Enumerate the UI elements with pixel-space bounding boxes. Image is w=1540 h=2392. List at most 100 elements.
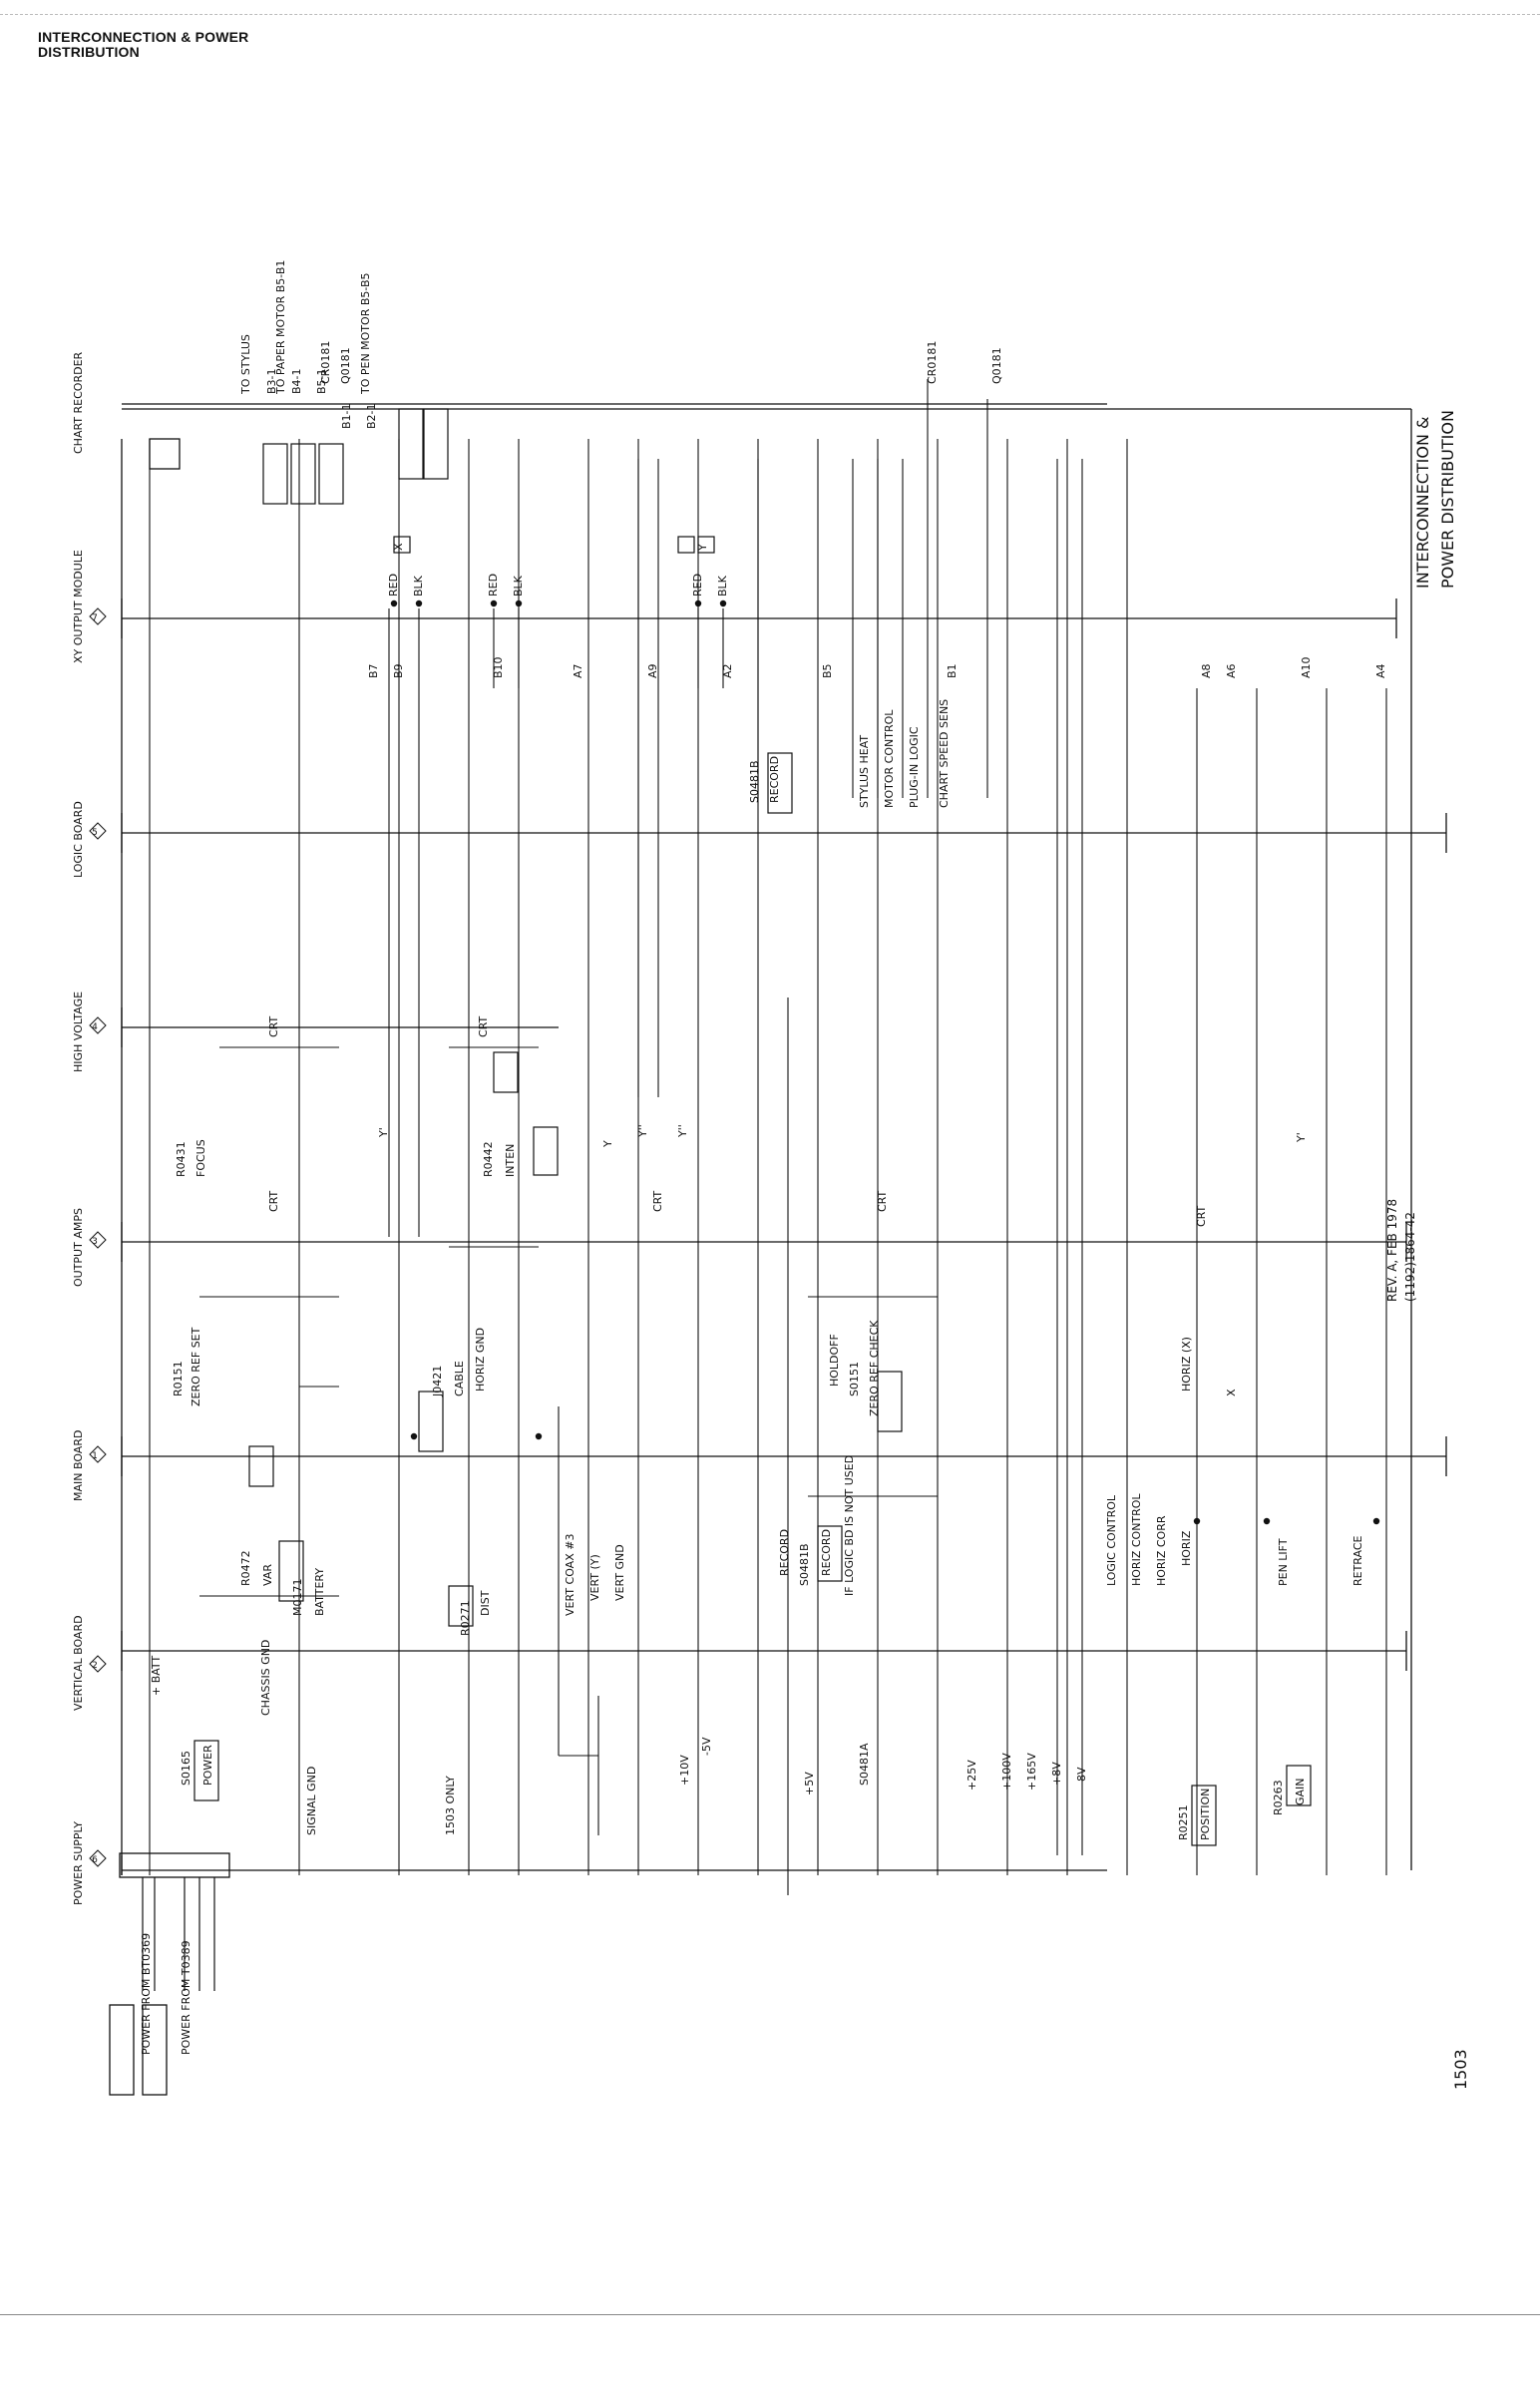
module-label-high-voltage: HIGH VOLTAGE [72,992,85,1072]
horiz-label: HORIZ [1180,1530,1193,1566]
conn-b9: B9 [392,663,405,678]
header-line-1: INTERCONNECTION & POWER [38,29,249,45]
connector-labels: B3-1 B4-1 B5-1 B1-1 B2-1 A7 A9 A2 A8 A6 … [265,368,1387,678]
r0151-ref: R0151 [172,1361,185,1396]
y-dprime-label: Y'' [676,1124,689,1138]
signal-labels: SIGNAL GND + BATT CHASSIS GND VERT COAX … [150,699,1364,1835]
s0481b-ref-2: S0481B [748,760,761,803]
conn-a2: A2 [721,663,734,678]
r0472-name: VAR [261,1564,274,1586]
q0181-label: Q0181 [339,347,352,384]
conn-b4-1: B4-1 [290,368,303,394]
crt-labels: CRT CRT CRT CRT CRT CRT [267,1015,1208,1227]
q0181-label-right: Q0181 [990,347,1003,384]
horiz-control-label: HORIZ CONTROL [1130,1493,1143,1586]
module-num-xy: 7 [92,613,98,623]
r0431-name: FOCUS [194,1139,207,1177]
y-label-mid: Y [601,1140,614,1148]
r0442-ref: R0442 [482,1141,495,1177]
conn-a9: A9 [646,663,659,678]
x-prime-label: Y' [377,1127,390,1138]
blk-wire-3: BLK [716,575,729,597]
rail-label-165v: +165V [1025,1753,1038,1791]
motor-control-label: MOTOR CONTROL [883,709,896,808]
x-label-low: X [1225,1389,1238,1396]
crt-label-5: CRT [876,1190,889,1212]
title-block: INTERCONNECTION & POWER DISTRIBUTION REV… [1385,410,1470,2090]
conn-a4: A4 [1374,663,1387,678]
r0263-name: GAIN [1294,1778,1307,1805]
module-end-caps [121,598,1447,1671]
rail-labels: +10V -5V +5V +25V +100V +165V +8V -8V [678,1737,1088,1795]
j0421-ref: J0421 [431,1366,444,1397]
plug-in-logic-label: PLUG-IN LOGIC [908,726,921,808]
module-num-hv: 4 [92,1022,98,1032]
y-prime-label: Y'' [636,1124,649,1138]
rail-label-100v: +100V [1000,1753,1013,1791]
power-input-label-2: POWER FROM T0389 [180,1940,192,2055]
blk-wire-2: BLK [512,575,525,597]
module-frames [121,408,1412,1875]
conn-b1-1: B1-1 [340,403,353,429]
module-label-logic-board: LOGIC BOARD [72,801,85,878]
rail-label-25v: +25V [965,1760,978,1791]
junction-dots [390,599,1380,1525]
s0151-name: ZERO REF CHECK [868,1320,881,1416]
rail-label-10v: +10V [678,1755,691,1786]
module-num-output: 3 [92,1237,98,1247]
s0481b-name: RECORD [820,1529,833,1576]
module-num-power: 6 [92,1855,98,1865]
vertical-bus-lines [149,439,1387,1875]
conn-b5-1: B5-1 [315,368,328,394]
xy-labels: X Y Y' Y Y'' Y'' X Y' [377,543,1308,1396]
r0271-name: DIST [479,1590,492,1616]
1503-only-label: 1503 ONLY [444,1776,457,1835]
r0251-ref: R0251 [1177,1804,1190,1840]
s0481a-ref: S0481A [858,1743,871,1786]
r0263-ref: R0263 [1272,1780,1285,1815]
wire-colors: RED BLK RED BLK RED BLK [387,574,729,597]
signal-wires [199,379,1083,1895]
horiz-corr-label: HORIZ CORR [1155,1515,1168,1586]
y-box-label: Y [696,544,709,552]
module-markers [89,607,107,1867]
to-stylus-label: TO STYLUS [239,334,252,395]
vert-y-label: VERT (Y) [588,1554,601,1601]
to-pen-motor-label: TO PEN MOTOR B5-B5 [359,272,372,395]
component-boxes [193,408,1312,1846]
blk-wire-1: BLK [412,575,425,597]
revision-label: REV. A, FEB 1978 [1385,1199,1399,1302]
s0165-name: POWER [201,1745,214,1786]
module-num-main: 1 [92,1451,98,1461]
r0151-name: ZERO REF SET [190,1327,202,1406]
bottom-edge [0,2314,1540,2315]
power-input-arrows [142,1877,215,1991]
power-input-label-1: POWER FROM BT0369 [140,1933,153,2055]
conn-a8: A8 [1200,663,1213,678]
module-num-vertical: 2 [92,1661,98,1671]
m0171-ref: M0171 [291,1579,304,1617]
cr0181-label: CR0181 [319,341,332,384]
logic-bd-note: IF LOGIC BD IS NOT USED [843,1455,856,1596]
pen-lift-label: PEN LIFT [1277,1538,1290,1586]
s0151-ref: S0151 [848,1362,861,1396]
crt-label-4: CRT [651,1190,664,1212]
chart-speed-label: CHART SPEED SENS [938,699,951,808]
horiz-gnd-label: HORIZ GND [474,1328,487,1392]
x-box-label: X [392,543,405,551]
module-labels: POWER SUPPLY VERTICAL BOARD MAIN BOARD O… [72,351,85,1905]
stylus-heat-label: STYLUS HEAT [858,735,871,808]
crt-label-1: CRT [267,1015,280,1037]
logic-control-label: LOGIC CONTROL [1105,1494,1118,1586]
power-supply-block [119,1852,230,1878]
r0442-name: INTEN [504,1144,517,1177]
crt-label-2: CRT [477,1015,490,1037]
s0481b-ref: S0481B [798,1543,811,1586]
chassis-gnd-label: CHASSIS GND [259,1640,272,1716]
conn-b3-1: B3-1 [265,368,278,394]
conn-b2-1: B2-1 [365,403,378,429]
s0481b-name-2: RECORD [768,756,781,803]
conn-b7: B7 [367,663,380,678]
m0171-name: BATTERY [313,1568,326,1616]
retrace-label: RETRACE [1351,1535,1364,1586]
